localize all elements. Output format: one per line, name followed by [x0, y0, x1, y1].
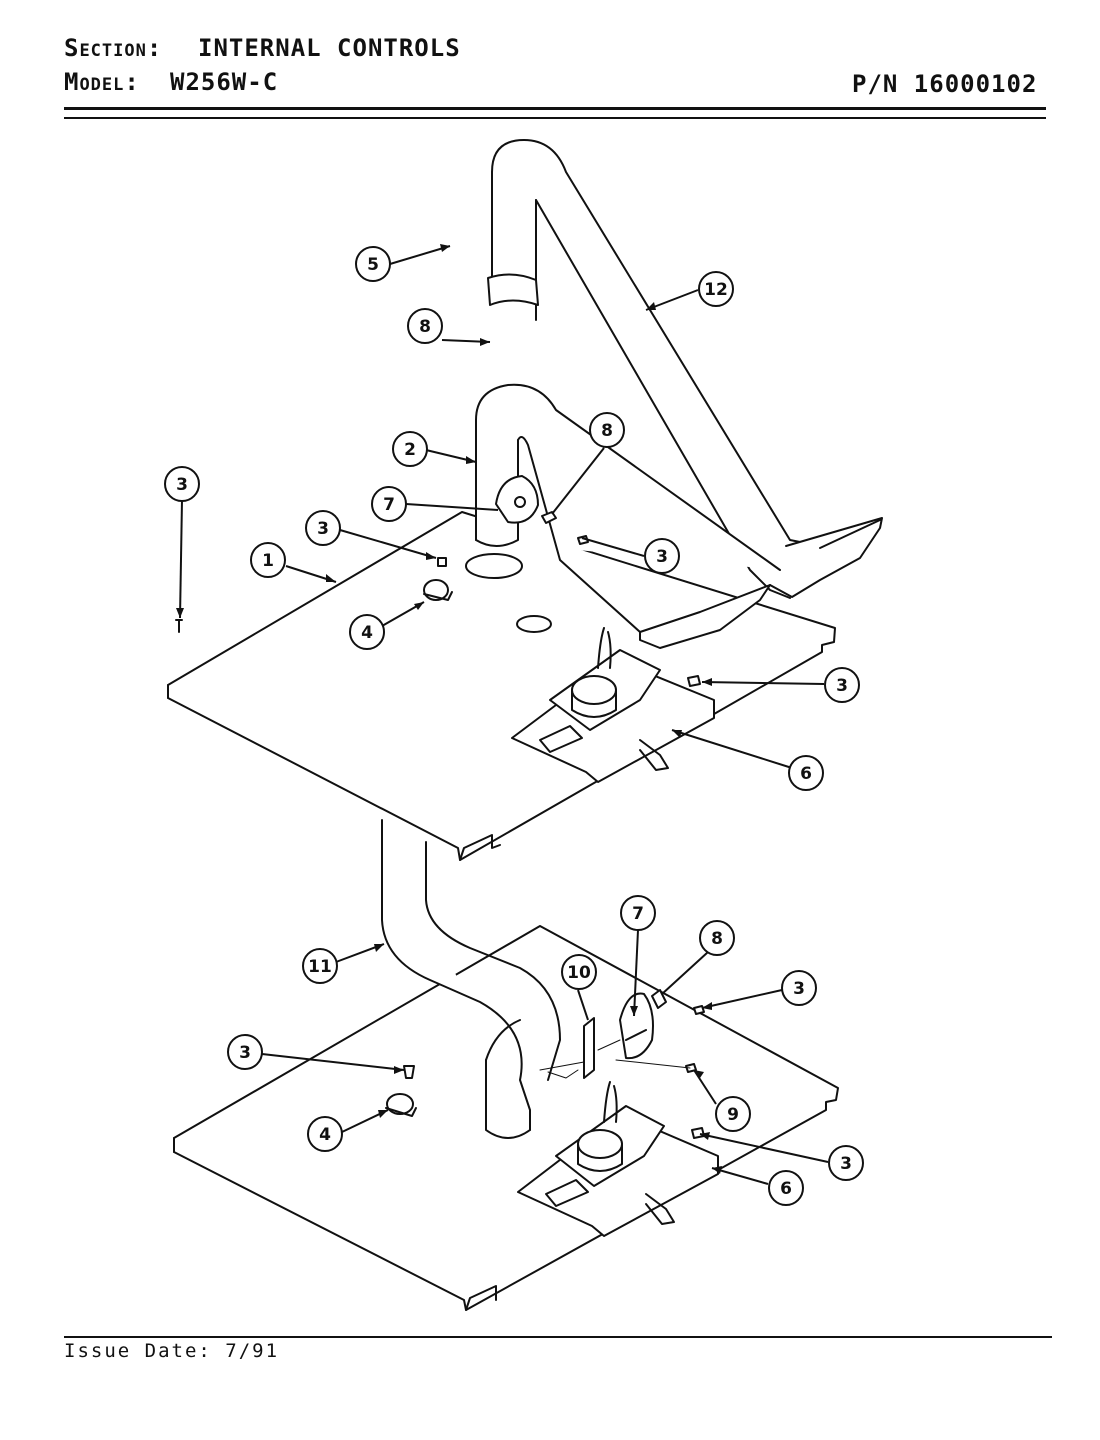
section-title: INTERNAL CONTROLS: [198, 34, 461, 62]
callout-7-lower: 7: [632, 904, 644, 924]
callout-4-lower: 4: [319, 1125, 331, 1145]
hose-12: [491, 139, 883, 599]
callout-3-lower-nut: 3: [793, 979, 805, 999]
upper-panel: [167, 511, 836, 861]
hose-11: [381, 819, 561, 1139]
callout-2: 2: [404, 440, 416, 460]
callout-1: 1: [262, 551, 274, 571]
callout-3-upper-timer: 3: [836, 676, 848, 696]
callout-7-upper: 7: [383, 495, 395, 515]
callout-3-lower-screw: 3: [239, 1043, 251, 1063]
callout-6-upper: 6: [800, 764, 812, 784]
callout-4-upper: 4: [361, 623, 373, 643]
lower-timer-6: [517, 1081, 719, 1237]
footer-rule: [64, 1336, 1052, 1338]
callout-10: 10: [567, 963, 591, 983]
callout-11: 11: [308, 957, 332, 977]
callout-8-upper-tube: 8: [419, 317, 431, 337]
upper-part-4: [423, 579, 453, 601]
model-label: Model:: [64, 68, 140, 96]
callout-3-left: 3: [176, 475, 188, 495]
callout-3-lower-timer: 3: [840, 1154, 852, 1174]
callout-6-lower: 6: [780, 1179, 792, 1199]
callout-8-lower: 8: [711, 929, 723, 949]
callout-8-upper-nut: 8: [601, 421, 613, 441]
lower-part-7: [619, 992, 654, 1060]
lower-part-4: [385, 1093, 417, 1117]
upper-part-7: [495, 475, 539, 524]
lower-panel: [173, 925, 839, 1311]
hose-2: [475, 383, 781, 649]
section-label: Section:: [64, 34, 163, 62]
callout-3-upper-screw: 3: [317, 519, 329, 539]
part-number: P/N 16000102: [852, 70, 1038, 98]
header-rule-top: [64, 107, 1046, 110]
callout-9: 9: [727, 1105, 739, 1125]
callout-5: 5: [367, 255, 379, 275]
issue-date: Issue Date: 7/91: [64, 1340, 280, 1362]
callout-3-upper-hose: 3: [656, 547, 668, 567]
upper-timer-6: [511, 627, 715, 783]
callout-12: 12: [704, 280, 728, 300]
model-number: W256W-C: [170, 68, 279, 96]
header-rule-bottom: [64, 117, 1046, 119]
tube-8-vertical: [487, 171, 539, 321]
